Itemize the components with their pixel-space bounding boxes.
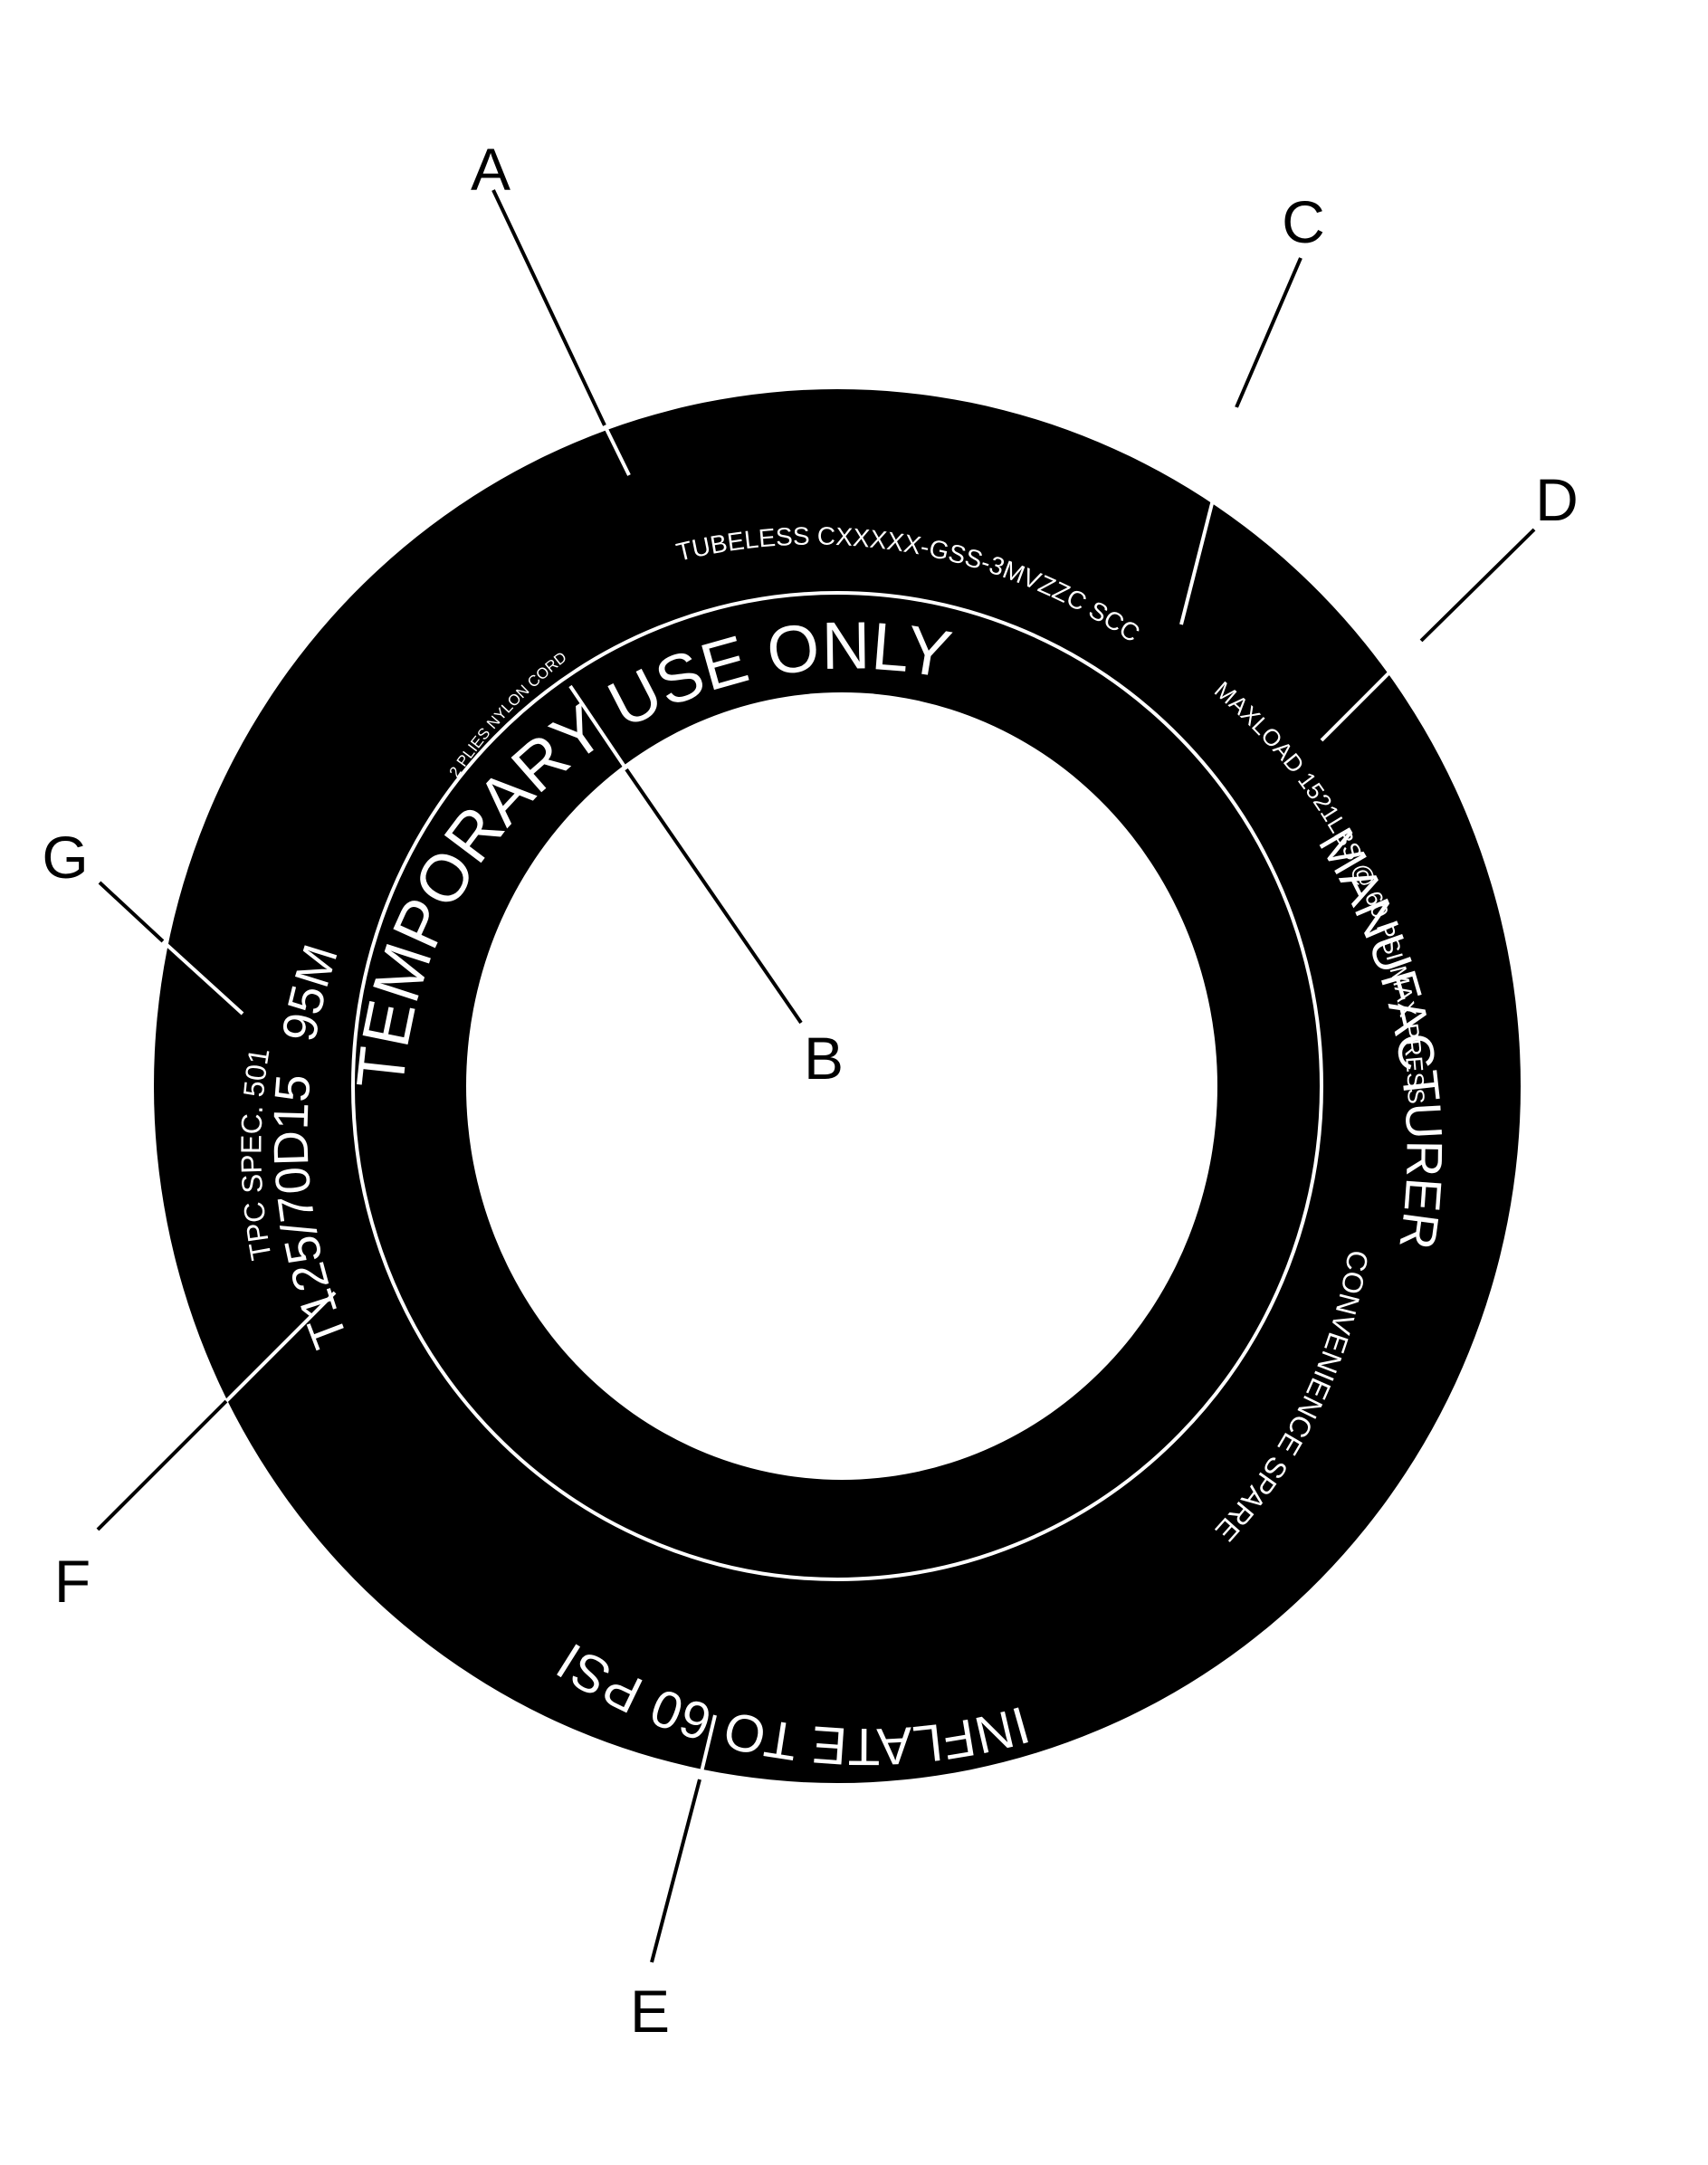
tire (154, 389, 1521, 1783)
leader-lines (96, 189, 1536, 1963)
leader-line-g (98, 881, 165, 943)
leader-line-c (1235, 257, 1302, 408)
leader-line-d (1419, 528, 1536, 643)
callout-g: G (42, 824, 88, 891)
callout-c: C (1282, 188, 1325, 255)
callout-f: F (54, 1548, 91, 1615)
leader-line-b-inner (568, 684, 628, 771)
leader-line-f (96, 1399, 228, 1531)
leader-line-a-inner (603, 424, 631, 476)
leader-line-c-inner (1179, 406, 1238, 625)
callout-b: B (804, 1025, 844, 1092)
callout-e: E (630, 1978, 670, 2045)
leader-line-a (491, 189, 606, 426)
leader-line-e (650, 1779, 701, 1963)
wheel-opening (466, 692, 1217, 1480)
leader-line-g-inner (161, 939, 244, 1016)
bead-line (351, 591, 1323, 1581)
leader-line-e-inner (698, 1714, 717, 1780)
leader-line-b (625, 768, 803, 1025)
callout-letters: A B C D E F G (42, 136, 1579, 2045)
leader-line-f-inner (224, 1291, 337, 1403)
leader-line-d-inner (1320, 639, 1423, 742)
callout-a: A (471, 136, 510, 203)
callout-d: D (1535, 466, 1579, 533)
